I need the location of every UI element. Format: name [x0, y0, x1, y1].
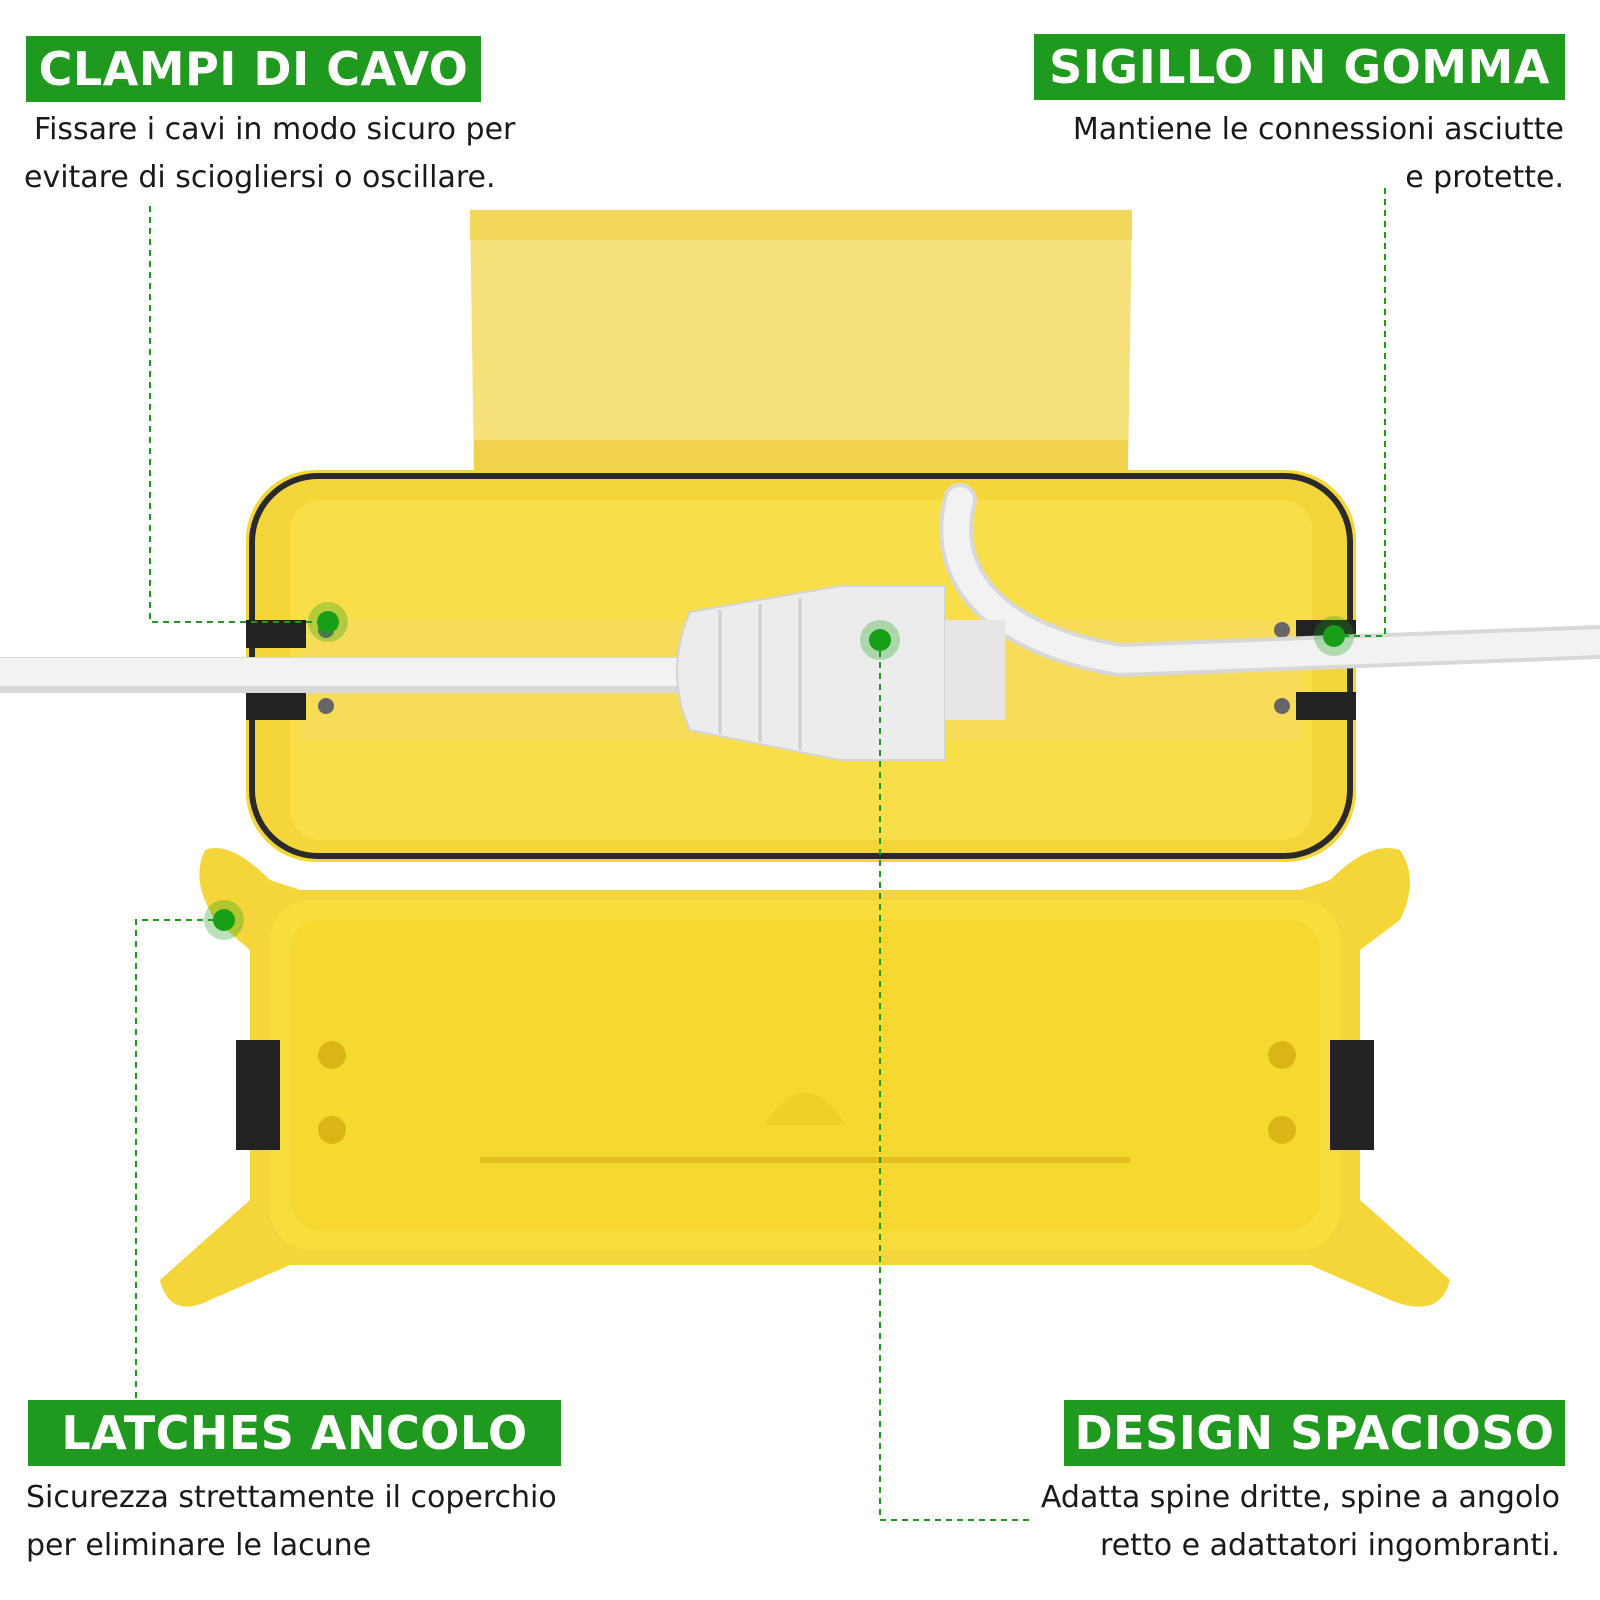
marker-rubber-seal: [1314, 616, 1354, 656]
lower-housing: [160, 848, 1450, 1307]
corner-latch-caption-line1: Sicurezza strettamente il coperchio: [26, 1480, 557, 1515]
spacious-design-caption-line1: Adatta spine dritte, spine a angolo: [1040, 1480, 1560, 1515]
cable: [0, 483, 1600, 693]
marker-spacious-design: [860, 620, 900, 660]
cable-clamp-caption-line2: evitare di sciogliersi o oscillare.: [24, 160, 496, 195]
marker-corner-latch: [204, 900, 244, 940]
cable-clamp-caption-line1: Fissare i cavi in modo sicuro per: [34, 112, 516, 147]
leader-lines: [135, 188, 1386, 1521]
rubber-seal-caption-line1: Mantiene le connessioni asciutte: [1072, 112, 1564, 147]
spacious-design-caption-line2: retto e adattatori ingombranti.: [1100, 1528, 1560, 1563]
rubber-seal-title: SIGILLO IN GOMMA: [1034, 34, 1565, 100]
cable-clamp-title: CLAMPI DI CAVO: [26, 36, 481, 102]
rubber-seal-caption-line2: e protette.: [1405, 160, 1564, 195]
marker-cable-clamp: [308, 602, 348, 642]
lid-flap: [470, 210, 1132, 470]
corner-latch-title: LATCHES ANCOLO: [28, 1400, 561, 1466]
upper-right-clamp: [1274, 620, 1356, 720]
corner-latch-caption-line2: per eliminare le lacune: [26, 1528, 372, 1563]
spacious-design-title: DESIGN SPACIOSO: [1064, 1400, 1565, 1466]
